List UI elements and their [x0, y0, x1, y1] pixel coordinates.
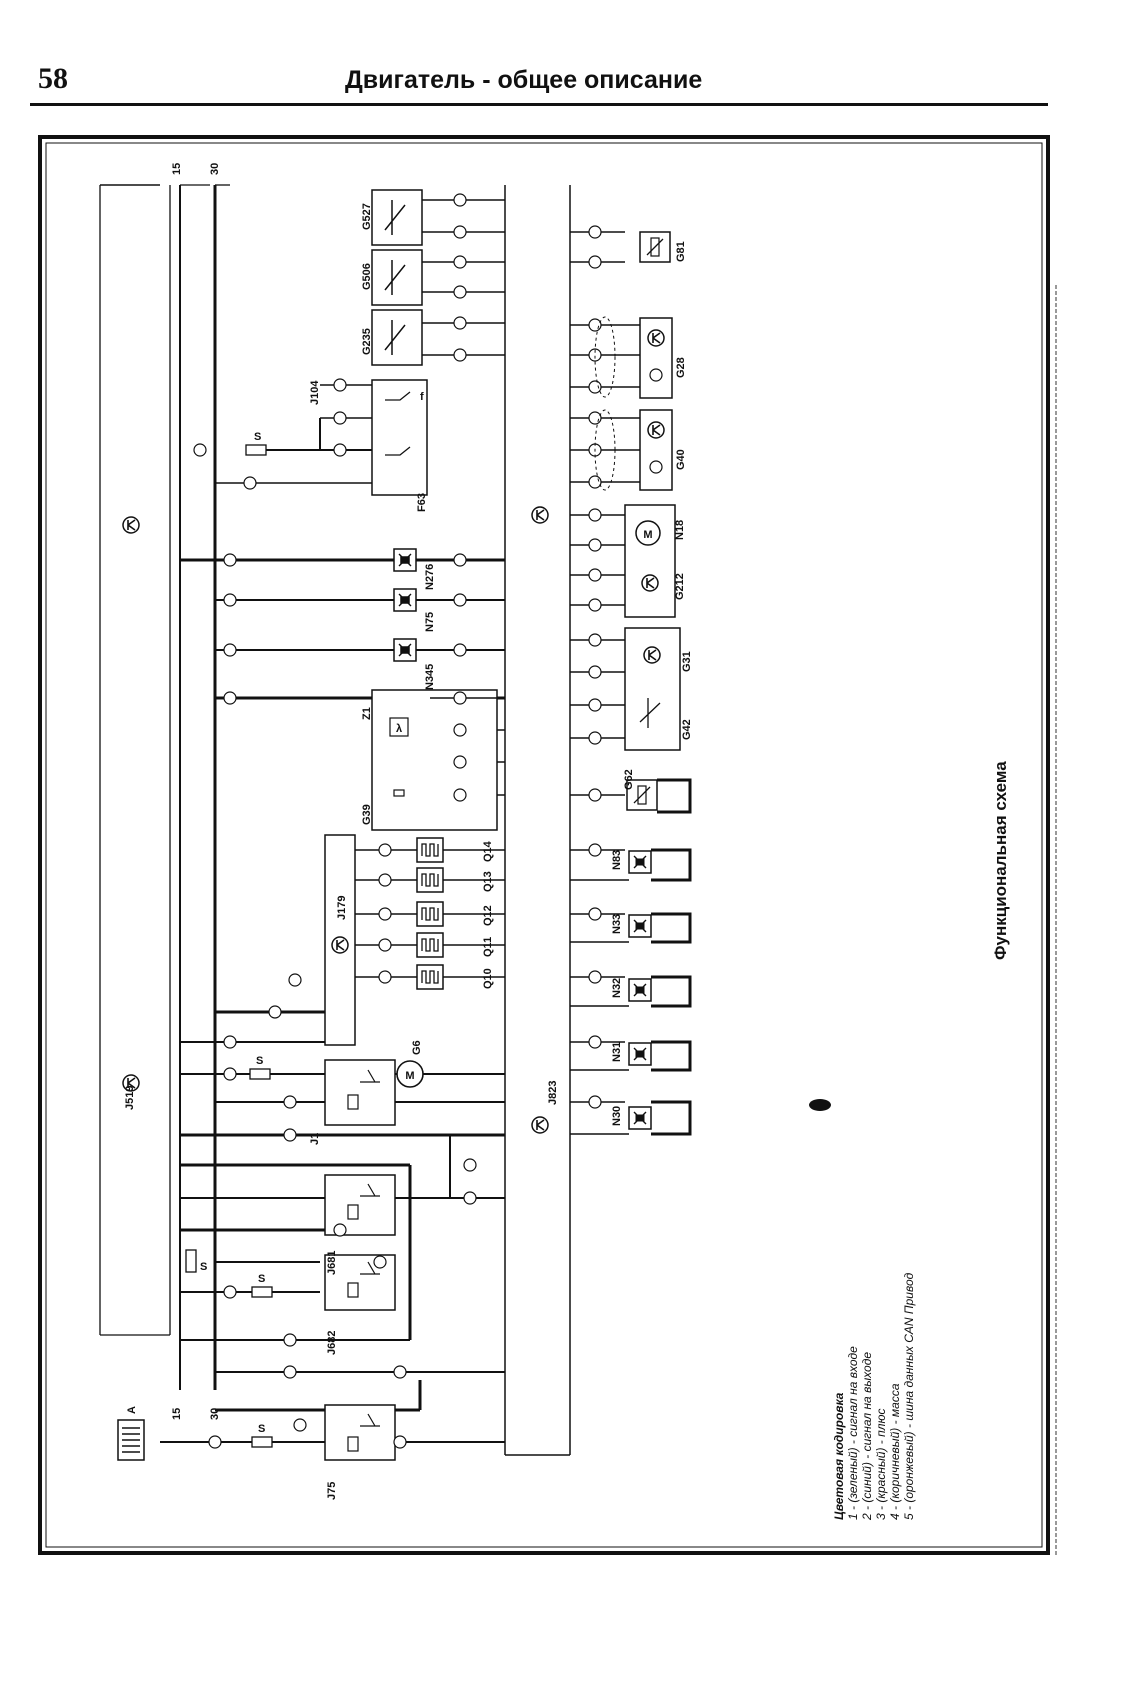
j519-label: J519 [124, 1086, 136, 1110]
n83-label: N83 [611, 850, 623, 870]
rail-30-top-label: 30 [209, 163, 221, 175]
g81-sensor [639, 231, 671, 263]
supply-rails [99, 184, 230, 1390]
glow-plug-unit-j179 [324, 834, 356, 1046]
g527-label: G527 [361, 203, 373, 230]
g81-label: G81 [675, 241, 687, 262]
ink-blot [809, 1099, 831, 1111]
relay-j681 [324, 1174, 396, 1236]
wire-code-markers [193, 193, 477, 1449]
f63-label: F63 [416, 493, 428, 512]
j681-label: J681 [326, 1251, 338, 1275]
valves-left [393, 548, 505, 662]
g212-label: G212 [674, 573, 686, 600]
n276-label: N276 [424, 564, 436, 590]
relay-j75 [324, 1404, 396, 1461]
engine-control-unit [504, 185, 571, 1456]
g6-label: G6 [411, 1040, 423, 1055]
fuse-label-3: S [200, 1261, 207, 1273]
switch-f63-j104 [215, 379, 428, 496]
speed-sensors [594, 316, 673, 491]
j104-label: J104 [309, 380, 321, 405]
j682-label: J682 [326, 1331, 338, 1355]
j823-label: J823 [547, 1081, 559, 1105]
j75-label: J75 [326, 1482, 338, 1500]
legend-item-1: 1 - (зеленый) - сигнал на входе [846, 1346, 860, 1520]
n33-label: N33 [611, 914, 623, 934]
j1-label: J1 [309, 1133, 321, 1145]
q14-label: Q14 [482, 840, 494, 862]
q12-label: Q12 [482, 905, 494, 926]
fuse-label-5: S [258, 1423, 265, 1435]
n31-label: N31 [611, 1042, 623, 1062]
n32-label: N32 [611, 978, 623, 998]
f-label: f [420, 391, 424, 403]
svg-text:M: M [405, 1070, 414, 1082]
exhaust-temp-sensors [371, 189, 505, 366]
g235-label: G235 [361, 328, 373, 355]
g31-label: G31 [681, 651, 693, 672]
diagram-caption: Функциональная схема [991, 761, 1010, 960]
q11-label: Q11 [482, 937, 494, 957]
legend-item-2: 2 - (синий) - сигнал на выходе [860, 1352, 874, 1521]
g28-label: G28 [675, 357, 687, 378]
injectors [570, 848, 692, 1136]
svg-text:M: M [643, 529, 652, 541]
g40-label: G40 [675, 449, 687, 470]
legend-item-5: 5 - (оронжевый) - шина данных CAN Привод [902, 1272, 916, 1520]
j519-module [122, 516, 140, 1092]
q10-label: Q10 [482, 968, 494, 989]
j179-label: J179 [336, 896, 348, 920]
egr-unit-g212-n18: M [624, 504, 676, 618]
rail-15-top-label: 15 [171, 163, 183, 175]
rail-15-bottom-label: 15 [171, 1408, 183, 1420]
legend-title: Цветовая кодировка [832, 1392, 846, 1520]
q13-label: Q13 [482, 871, 494, 892]
legend-item-4: 4 - (коричневый) - масса [888, 1383, 902, 1520]
battery-symbol [117, 1419, 145, 1461]
relay-j1 [324, 1059, 396, 1126]
fuses [185, 444, 273, 1448]
fuse-label-1: S [254, 431, 261, 443]
header-rule [30, 103, 1048, 106]
fuse-label-4: S [258, 1273, 265, 1285]
g39-label: G39 [361, 804, 373, 825]
lambda-probe-g39: λ [371, 689, 505, 831]
fuse-label-2: S [256, 1055, 263, 1067]
svg-text:λ: λ [396, 723, 402, 735]
battery-label: A [126, 1406, 138, 1414]
z1-label: Z1 [361, 707, 373, 720]
fuel-pump-motor-g6: M [396, 1060, 505, 1088]
g42-label: G42 [681, 719, 693, 740]
g62-label: G62 [623, 769, 635, 790]
page-number: 58 [38, 62, 68, 95]
color-legend: Цветовая кодировка 1 - (зеленый) - сигна… [832, 1272, 916, 1521]
legend-item-3: 3 - (красный) - плюс [874, 1408, 888, 1520]
g506-label: G506 [361, 263, 373, 290]
page-edge-rule [1055, 285, 1057, 1555]
n18-label: N18 [674, 520, 686, 540]
n75-label: N75 [424, 612, 436, 632]
diagram-frame [38, 135, 1050, 1555]
n345-label: N345 [424, 664, 436, 690]
n30-label: N30 [611, 1106, 623, 1126]
boost-sensor-g31-g42 [624, 627, 681, 751]
page-title: Двигатель - общее описание [345, 66, 703, 94]
